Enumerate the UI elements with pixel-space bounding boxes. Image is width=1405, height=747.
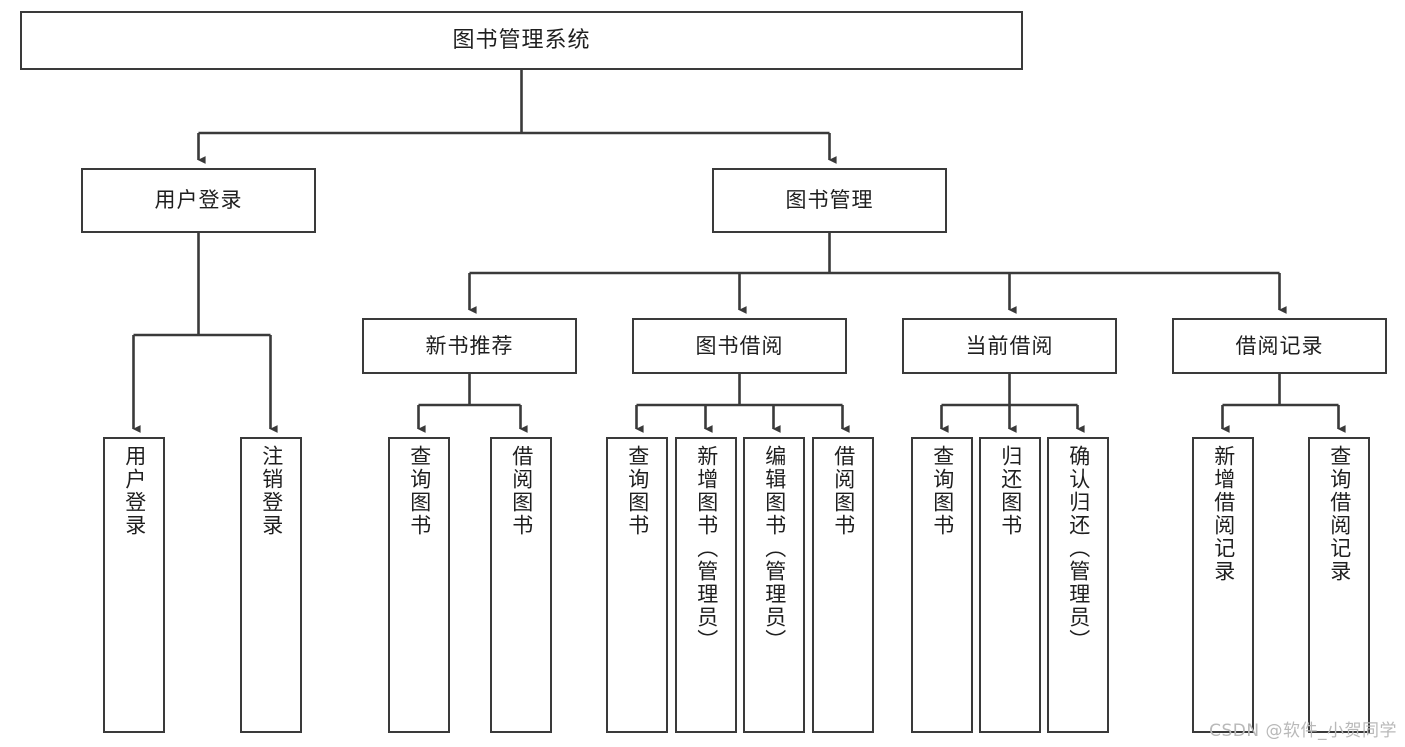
node-user-login: 用户登录 — [81, 168, 316, 233]
node-label: 用户登录 — [122, 445, 147, 537]
leaf-recommend-borrow-book: 借阅图书 — [490, 437, 552, 733]
node-label: 查询图书 — [407, 445, 432, 537]
leaf-record-add-borrow-record: 新增借阅记录 — [1192, 437, 1254, 733]
leaf-user-logout: 注销登录 — [240, 437, 302, 733]
csdn-watermark: CSDN @软件_小贺同学 — [1209, 721, 1397, 741]
leaf-current-confirm-return-admin: 确认归还（管理员） — [1047, 437, 1109, 733]
node-current-borrow: 当前借阅 — [902, 318, 1117, 374]
leaf-current-query-book: 查询图书 — [911, 437, 973, 733]
node-label: 新增图书（管理员） — [694, 445, 719, 652]
node-label: 新增借阅记录 — [1211, 445, 1236, 583]
node-new-book-recommend: 新书推荐 — [362, 318, 577, 374]
leaf-borrow-query-book: 查询图书 — [606, 437, 668, 733]
node-label: 当前借阅 — [965, 333, 1054, 358]
node-label: 归还图书 — [998, 445, 1023, 537]
node-book-borrow: 图书借阅 — [632, 318, 847, 374]
leaf-user-login: 用户登录 — [103, 437, 165, 733]
node-label: 编辑图书（管理员） — [762, 445, 787, 652]
leaf-borrow-edit-book-admin: 编辑图书（管理员） — [743, 437, 805, 733]
node-label: 借阅记录 — [1235, 333, 1324, 358]
node-label: 新书推荐 — [425, 333, 514, 358]
node-label: 查询图书 — [625, 445, 650, 537]
leaf-recommend-query-book: 查询图书 — [388, 437, 450, 733]
leaf-record-query-borrow-record: 查询借阅记录 — [1308, 437, 1370, 733]
node-label: 查询图书 — [930, 445, 955, 537]
leaf-current-return-book: 归还图书 — [979, 437, 1041, 733]
node-label: 确认归还（管理员） — [1066, 445, 1091, 652]
node-label: 借阅图书 — [831, 445, 856, 537]
node-root-system: 图书管理系统 — [20, 11, 1023, 70]
leaf-borrow-borrow-book: 借阅图书 — [812, 437, 874, 733]
node-label: 查询借阅记录 — [1327, 445, 1352, 583]
node-label: 注销登录 — [259, 445, 284, 537]
node-borrow-record: 借阅记录 — [1172, 318, 1387, 374]
node-label: 用户登录 — [154, 188, 243, 213]
node-book-management: 图书管理 — [712, 168, 947, 233]
leaf-borrow-add-book-admin: 新增图书（管理员） — [675, 437, 737, 733]
node-label: 图书借阅 — [695, 333, 784, 358]
node-label: 图书管理系统 — [452, 27, 591, 53]
node-label: 图书管理 — [785, 188, 874, 213]
node-label: 借阅图书 — [509, 445, 534, 537]
